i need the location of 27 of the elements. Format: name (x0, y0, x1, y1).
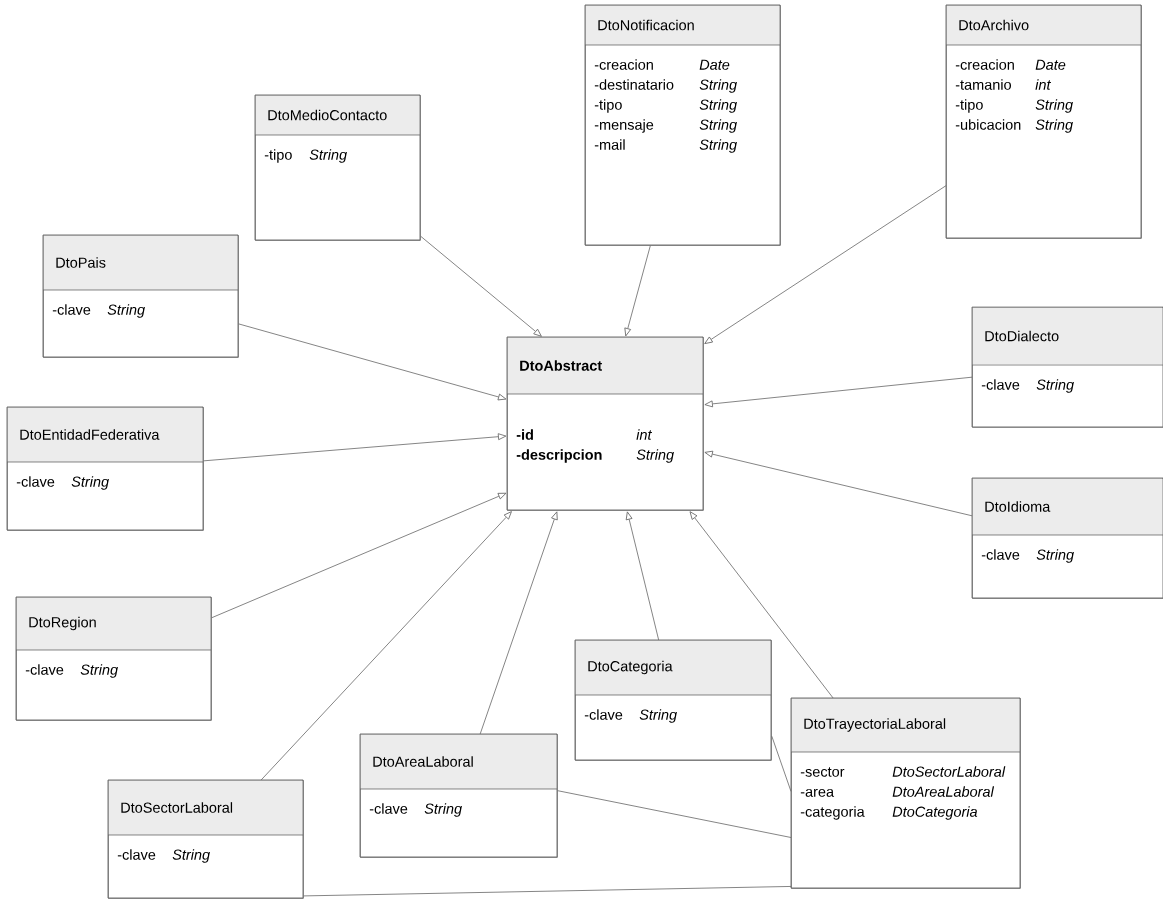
class-box: DtoCategoria -clave String (574, 639, 772, 761)
class-box: DtoNotificacion -creacion Date -destinatario String -tipo String -mensaje String -mail String (584, 4, 781, 246)
class-box: DtoDialecto -clave String (971, 306, 1163, 428)
association-line (303, 886, 792, 897)
inheritance-arrow (260, 511, 512, 781)
class-box: DtoTrayectoriaLaboral -sector DtoSectorLaboral -area DtoAreaLaboral -categoria DtoCategoria (790, 697, 1021, 889)
inheritance-arrow (211, 492, 507, 619)
inheritance-arrow (704, 185, 947, 344)
inheritance-arrow (203, 433, 507, 462)
class-box: DtoAreaLaboral -clave String (359, 733, 558, 858)
inheritance-arrow (689, 511, 834, 699)
inheritance-arrow (704, 450, 973, 517)
inheritance-arrow (625, 511, 660, 641)
class-box: DtoMedioContacto -tipo String (254, 94, 421, 241)
class-box: DtoRegion -clave String (15, 596, 212, 721)
class-box: DtoEntidadFederativa -clave String (6, 406, 204, 531)
class-box: DtoAbstract -id int -descripcion String (506, 336, 704, 511)
inheritance-arrow (238, 323, 507, 401)
class-box: DtoPais -clave String (42, 234, 239, 358)
inheritance-arrow (479, 511, 558, 735)
class-box: DtoArchivo -creacion Date -tamanio int -tipo String -ubicacion String (945, 4, 1142, 239)
class-box: DtoSectorLaboral -clave String (107, 779, 304, 899)
class-box: DtoIdioma -clave String (971, 477, 1163, 599)
inheritance-arrow (420, 235, 542, 337)
inheritance-arrow (704, 376, 973, 408)
association-line (557, 790, 792, 838)
inheritance-arrow (624, 245, 651, 337)
